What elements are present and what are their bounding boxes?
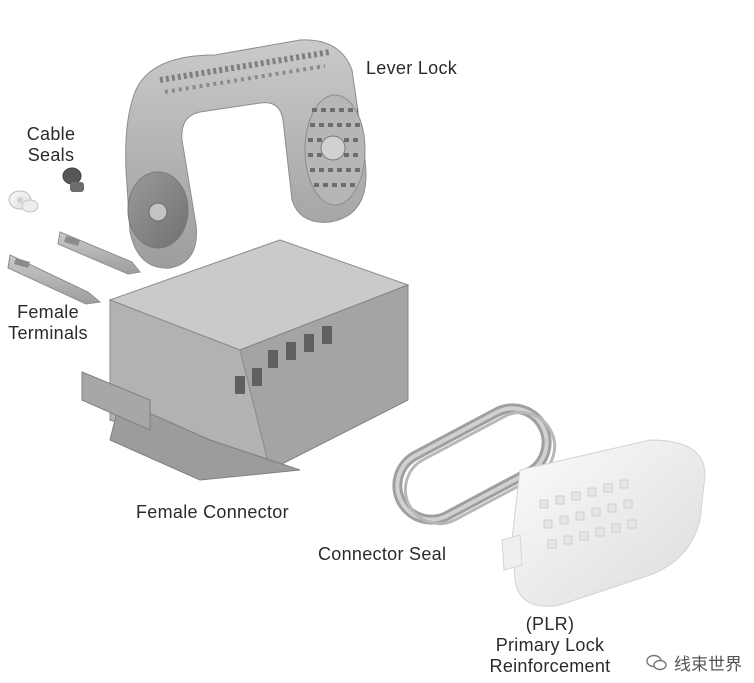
wechat-icon: [646, 654, 668, 672]
female-terminals-label-line2: Terminals: [8, 323, 88, 343]
cable-seals-label-line1: Cable: [26, 124, 76, 144]
lever-lock-label: Lever Lock: [366, 58, 458, 78]
cable-seals-label-line2: Seals: [27, 145, 75, 165]
watermark-text: 线束世界: [674, 655, 742, 675]
cable-seals-label: Cable Seals: [16, 124, 86, 166]
plr-part: [501, 439, 706, 607]
plr-label: (PLR) Primary Lock Reinforcement: [470, 614, 630, 677]
connector-seal-label: Connector Seal: [318, 544, 447, 564]
cable-seals-part: [8, 167, 84, 213]
female-connector-label: Female Connector: [136, 502, 289, 522]
lever-lock-part: [125, 39, 367, 269]
plr-label-line3: Reinforcement: [489, 656, 611, 676]
female-terminals-label-line1: Female: [17, 302, 79, 322]
connector-seal-part: [392, 403, 557, 526]
plr-label-line1: (PLR): [525, 614, 575, 634]
female-terminals-part: [7, 231, 141, 305]
female-terminals-label: Female Terminals: [0, 302, 96, 344]
watermark: 线束世界: [646, 650, 742, 675]
plr-label-line2: Primary Lock: [495, 635, 605, 655]
female-connector-part: [81, 239, 410, 481]
